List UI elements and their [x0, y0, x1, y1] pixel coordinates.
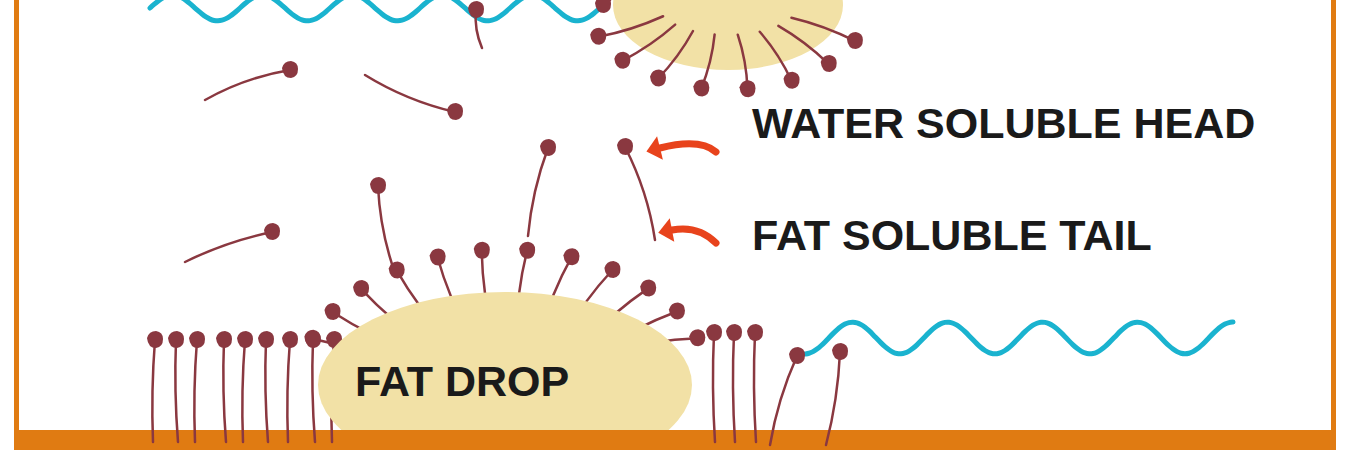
molecule-head [832, 343, 848, 360]
molecule-head [147, 331, 163, 348]
molecule-head [389, 261, 405, 278]
molecule-head [324, 303, 340, 320]
molecule-tail [713, 333, 715, 442]
molecule-head [282, 61, 298, 78]
molecule-head [237, 331, 253, 348]
molecule-head [353, 280, 369, 297]
molecule-head [650, 70, 666, 87]
molecule-head [739, 80, 755, 97]
dirt-wave [150, 0, 598, 21]
molecule-head [847, 32, 863, 49]
callout-label: FAT SOLUBLE TAIL [752, 214, 1152, 257]
molecule-head [370, 177, 386, 194]
frame-side [1331, 0, 1336, 450]
molecule-head [604, 261, 620, 278]
molecule-head [216, 331, 232, 348]
pointer-arrow [672, 229, 716, 243]
dirt-wave [805, 322, 1233, 354]
molecule-tail [175, 340, 178, 442]
molecule-head [726, 324, 742, 341]
molecule-head [258, 331, 274, 348]
molecule-head [563, 248, 579, 265]
node-label: FAT DROP [355, 360, 569, 403]
molecule-tail [770, 356, 797, 445]
molecule-head [519, 242, 535, 259]
molecule-tail [205, 70, 290, 100]
molecule-tail [760, 32, 792, 81]
molecule-head [706, 324, 722, 341]
molecule-head [168, 331, 184, 348]
molecule-head [747, 324, 763, 341]
molecule-head [614, 52, 630, 69]
molecule-tail [223, 340, 226, 442]
molecule-tail [733, 333, 735, 442]
molecule-head [784, 72, 800, 89]
molecule-head [430, 249, 446, 266]
molecule-tail [242, 340, 245, 442]
callout-label: WATER SOLUBLE HEAD [752, 102, 1255, 145]
molecule-tail [312, 340, 315, 442]
molecule-head [540, 139, 556, 156]
molecule-head [590, 28, 606, 45]
molecule-tail [625, 147, 655, 240]
molecule-tail [598, 16, 663, 37]
molecule-head [693, 79, 709, 96]
molecule-tail [778, 26, 828, 64]
molecule-head [640, 279, 656, 296]
molecule-head [189, 331, 205, 348]
molecule-head [595, 0, 611, 13]
molecule-head [789, 347, 805, 364]
molecule-head [669, 302, 685, 319]
molecule-tail [826, 352, 840, 445]
molecule-tail [365, 75, 455, 112]
molecule-head [264, 223, 280, 240]
molecule-head [617, 138, 633, 155]
molecule-tail [622, 25, 675, 61]
molecule-tail [185, 232, 272, 262]
molecule-head [689, 329, 705, 346]
molecule-head [468, 1, 484, 18]
molecule-head [821, 55, 837, 72]
molecule-tail [791, 18, 854, 41]
molecule-tail [152, 340, 155, 442]
molecule-head [282, 331, 298, 348]
molecule-tail [754, 333, 756, 442]
molecule-tail [287, 340, 290, 442]
molecule-tail [194, 340, 197, 442]
pointer-arrow [660, 144, 716, 152]
pointer-arrowhead [646, 136, 662, 159]
fat-drop-shape [318, 292, 692, 430]
frame-side [14, 0, 19, 450]
molecule-head [305, 331, 321, 348]
fat-drop-shape [613, 0, 843, 70]
fat-drop: FAT DROP [318, 292, 692, 430]
molecule-tail [528, 148, 548, 236]
molecule-head [474, 242, 490, 259]
surface-bar [14, 430, 1336, 450]
molecule-head [447, 103, 463, 120]
molecule-tail [265, 340, 268, 442]
pointer-arrowhead [658, 218, 674, 242]
